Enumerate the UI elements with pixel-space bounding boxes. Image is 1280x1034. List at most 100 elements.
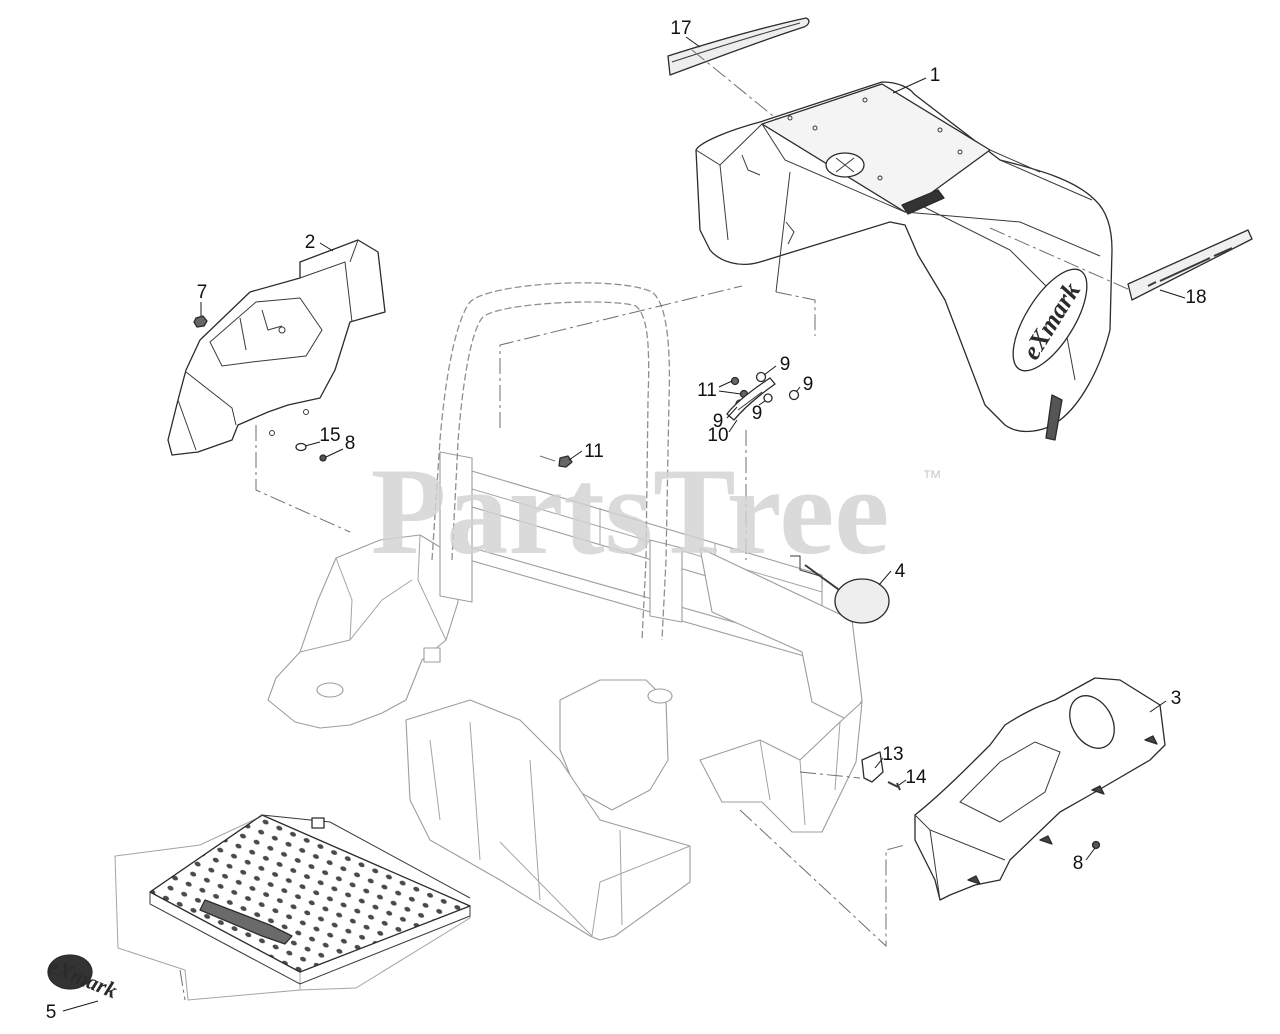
assembly-line <box>539 455 559 463</box>
emblem-5: eXmark <box>45 953 121 1003</box>
leader-9-mid <box>758 400 766 406</box>
leader-8-right <box>1085 847 1096 861</box>
hood-latch-bar <box>901 189 945 215</box>
hood-fender-logo-oval <box>1012 268 1088 372</box>
callout-18: 18 <box>1185 287 1206 308</box>
floor-pan-edge <box>149 814 471 985</box>
knob-stem <box>804 564 843 593</box>
assembly-line <box>255 425 351 533</box>
leader-8-left <box>325 448 344 458</box>
callout-8-right: 8 <box>1073 853 1084 874</box>
leader-9-top <box>763 365 777 376</box>
assembly-line <box>499 285 743 428</box>
left-panel-hole <box>278 326 286 334</box>
callout-9-top: 9 <box>780 354 791 375</box>
leader-4 <box>878 570 892 586</box>
left-fuel-tank-detail <box>299 534 447 653</box>
hood-rear-latch <box>1045 394 1063 441</box>
callout-7: 7 <box>197 282 208 303</box>
callout-17: 17 <box>670 18 691 39</box>
hood-hole <box>937 127 943 133</box>
floor-pan <box>114 814 471 1001</box>
callout-11-upper: 11 <box>697 380 717 401</box>
right-panel-3 <box>914 677 1166 901</box>
leader-18 <box>1159 289 1186 299</box>
assembly-line <box>775 291 816 336</box>
assembly-line <box>989 227 1131 291</box>
callout-13: 13 <box>882 744 903 765</box>
callout-2: 2 <box>305 232 316 253</box>
hood-side-slot <box>741 154 761 176</box>
emblem-oval <box>47 954 93 990</box>
assembly-line <box>799 771 861 779</box>
left-panel-hole <box>269 430 275 436</box>
leader-17 <box>685 36 701 48</box>
washer-15 <box>295 442 307 452</box>
callout-4: 4 <box>895 561 906 582</box>
decal-17-stripe <box>671 22 801 63</box>
leader-10 <box>728 419 738 433</box>
hardware <box>193 315 1101 850</box>
nut-11-a <box>730 376 740 386</box>
bracket-10-slot <box>737 391 763 411</box>
callout-9-mid: 9 <box>752 403 763 424</box>
floor-pan-tab <box>311 817 325 829</box>
callout-labels: 17 1 2 7 15 8 18 9 11 9 9 9 10 11 4 3 13… <box>46 18 1207 1023</box>
left-fuel-cap <box>316 682 344 698</box>
right-frame-mount-detail <box>759 721 841 826</box>
floor-pan-plate <box>149 814 471 973</box>
knob-head <box>834 578 890 624</box>
decal-18-strip <box>1127 229 1253 301</box>
watermark: PartsTree ™ <box>371 443 942 580</box>
washer-9-b <box>788 389 800 401</box>
left-rops-plate <box>439 451 473 603</box>
assembly-line <box>691 49 779 121</box>
callout-9-right: 9 <box>803 374 814 395</box>
left-panel-hole <box>303 409 309 415</box>
callout-14: 14 <box>905 767 927 788</box>
right-panel-outline <box>914 677 1166 901</box>
leader-9-right <box>795 386 801 393</box>
leader-14 <box>898 779 907 786</box>
hood-hole <box>787 115 793 121</box>
left-panel-recess <box>209 239 359 367</box>
center-fuel-cap <box>647 688 673 704</box>
callout-10: 10 <box>707 425 728 446</box>
bracket-13 <box>861 751 884 783</box>
left-tank-fitting <box>423 647 441 663</box>
leader-15 <box>304 441 321 447</box>
washer-9-a <box>755 371 767 383</box>
hood-hole <box>812 125 818 131</box>
leader-5 <box>62 1000 99 1012</box>
hood-hole <box>957 149 963 155</box>
assembly-line <box>739 809 906 948</box>
right-panel-cup <box>1069 695 1115 749</box>
hood-hole <box>862 97 868 103</box>
center-fuel-tank <box>559 679 669 811</box>
right-frame-mount <box>699 701 863 833</box>
decal-18-print <box>1147 247 1233 287</box>
left-panel-2 <box>167 239 386 456</box>
hood-hole <box>877 175 883 181</box>
assembly-line <box>179 969 186 1001</box>
decal-18 <box>1127 229 1253 301</box>
right-panel-fastener <box>1091 785 1105 795</box>
callout-11-lower: 11 <box>584 441 604 462</box>
callout-3: 3 <box>1171 688 1182 709</box>
hood-1: eXmark <box>695 81 1113 441</box>
watermark-trademark: ™ <box>922 467 942 489</box>
knob-bracket <box>790 555 821 577</box>
hood-center-logo-x <box>835 157 855 173</box>
rops-outer-tube <box>431 282 671 641</box>
washer-9-d <box>763 393 773 403</box>
callout-15: 15 <box>319 425 340 446</box>
leader-11-upper <box>718 380 742 395</box>
right-frame-rail <box>699 547 863 723</box>
hood-latch-rod <box>775 171 795 293</box>
left-panel-inner-lines <box>177 309 283 451</box>
callout-leaders <box>62 36 1186 1012</box>
right-panel-fastener <box>1144 735 1158 745</box>
hood-mount-holes <box>787 97 963 181</box>
hood-outline <box>695 81 1113 433</box>
